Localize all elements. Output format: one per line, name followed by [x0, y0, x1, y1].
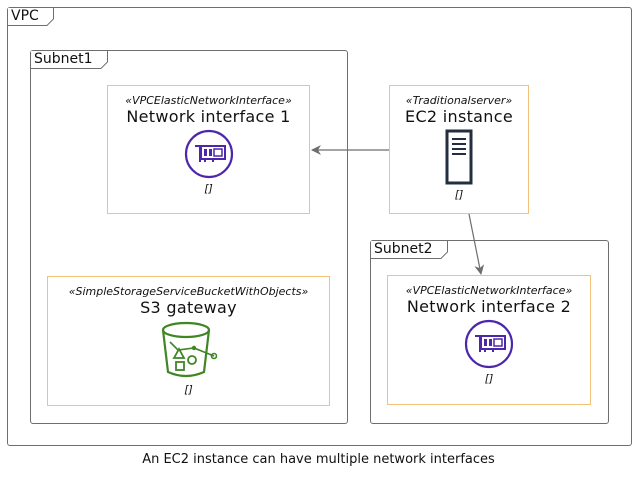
ec2-instance-node[interactable]: «Traditionalserver» EC2 instance [] — [389, 85, 529, 214]
network-interface-2-brackets: [] — [484, 372, 494, 385]
network-interface-2-node[interactable]: «VPCElasticNetworkInterface» Network int… — [387, 275, 591, 405]
s3-gateway-node[interactable]: «SimpleStorageServiceBucketWithObjects» … — [47, 276, 330, 406]
subnet2-label: Subnet2 — [371, 241, 448, 259]
network-interface-icon — [464, 319, 514, 369]
s3-gateway-name: S3 gateway — [140, 298, 237, 317]
network-interface-2-stereotype: «VPCElasticNetworkInterface» — [405, 284, 573, 297]
s3-gateway-stereotype: «SimpleStorageServiceBucketWithObjects» — [68, 285, 309, 298]
s3-bucket-icon — [161, 321, 217, 378]
network-interface-icon — [184, 129, 233, 179]
vpc-label: VPC — [8, 8, 54, 26]
ec2-instance-brackets: [] — [454, 188, 464, 201]
ec2-instance-name: EC2 instance — [405, 107, 513, 126]
subnet1-label: Subnet1 — [31, 51, 108, 69]
s3-gateway-brackets: [] — [184, 383, 193, 396]
ec2-instance-stereotype: «Traditionalserver» — [405, 94, 513, 107]
edge-ec2-to-network-interface-2 — [468, 213, 485, 275]
network-interface-2-name: Network interface 2 — [406, 297, 572, 316]
server-icon — [445, 129, 473, 185]
network-interface-1-node[interactable]: «VPCElasticNetworkInterface» Network int… — [107, 85, 310, 214]
network-interface-1-brackets: [] — [204, 182, 213, 195]
network-interface-1-name: Network interface 1 — [126, 107, 291, 126]
network-interface-1-stereotype: «VPCElasticNetworkInterface» — [125, 94, 292, 107]
diagram-caption: An EC2 instance can have multiple networ… — [142, 452, 495, 467]
